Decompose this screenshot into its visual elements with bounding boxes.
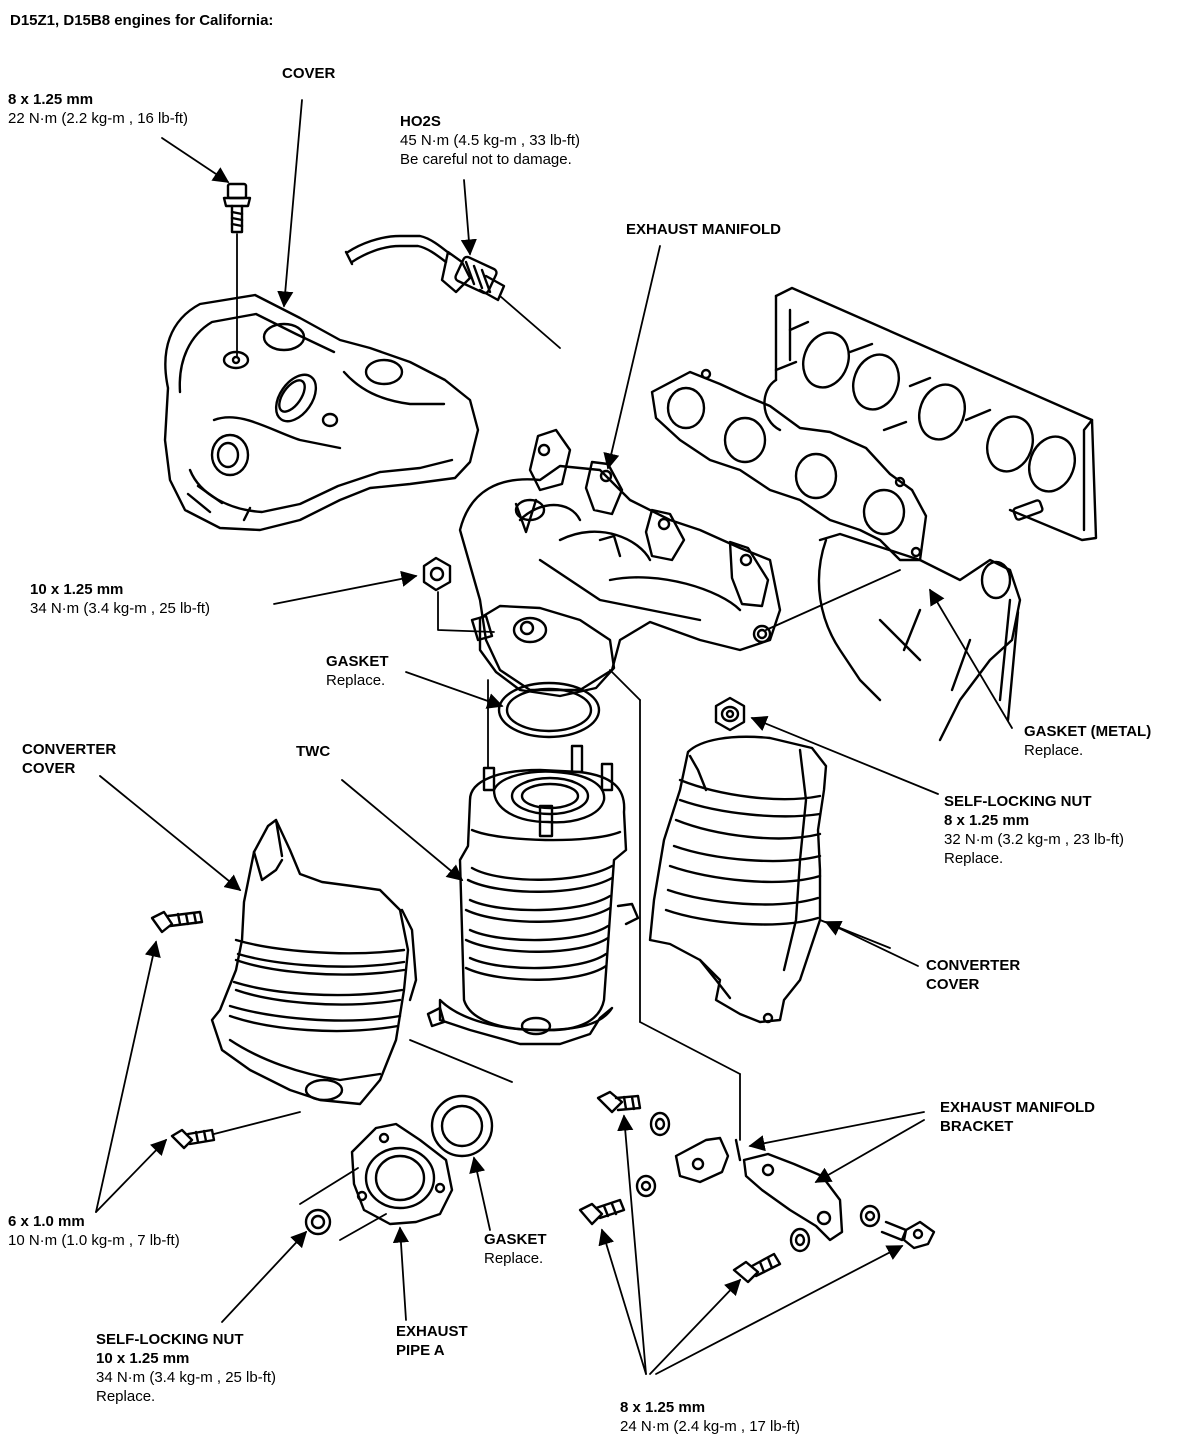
twc-converter [426, 679, 640, 1046]
label-cover: COVER [282, 65, 336, 82]
bracket-washer-2 [635, 1174, 657, 1198]
label-gasket-metal: GASKET (METAL) Replace. [1024, 723, 1152, 759]
label-self-locking-nut-right: SELF-LOCKING NUT 8 x 1.25 mm 32 N·m (3.2… [944, 793, 1125, 867]
manifold-nut [422, 556, 495, 633]
bracket-bolt-1 [596, 1090, 642, 1114]
diagram-title: D15Z1, D15B8 engines for California: [10, 12, 274, 29]
label-exhaust-manifold: EXHAUST MANIFOLD [626, 221, 781, 238]
exhaust-pipe-flange [299, 1122, 454, 1241]
label-exhaust-pipe-a: EXHAUST PIPE A [396, 1323, 468, 1359]
cover-bolt [222, 182, 252, 357]
bracket-washer-1 [649, 1111, 671, 1137]
label-gasket-bottom: GASKET Replace. [484, 1231, 547, 1267]
label-ho2s: HO2S 45 N·m (4.5 kg-m , 33 lb-ft) Be car… [400, 113, 581, 168]
left-cover-bolt-upper [150, 910, 204, 934]
gasket-ring-top [497, 681, 601, 739]
self-locking-nut-right [714, 696, 746, 732]
bracket-bolt-3 [732, 1252, 782, 1284]
label-self-locking-nut-bottom: SELF-LOCKING NUT 10 x 1.25 mm 34 N·m (3.… [96, 1331, 277, 1405]
label-manifold-nut: 10 x 1.25 mm 34 N·m (3.4 kg-m , 25 lb-ft… [30, 581, 211, 617]
manifold-bracket [609, 669, 844, 1242]
label-twc: TWC [296, 743, 331, 760]
bracket-bolt-4 [880, 1220, 936, 1250]
label-converter-cover-left: CONVERTER COVER [22, 741, 117, 777]
exhaust-manifold [458, 428, 901, 698]
label-exhaust-manifold-bracket: EXHAUST MANIFOLD BRACKET [940, 1099, 1095, 1135]
bracket-bolt-2 [578, 1198, 626, 1226]
metal-gasket [650, 368, 928, 562]
bracket-washer-3 [789, 1227, 811, 1253]
label-cover-bolt: 8 x 1.25 mm 22 N·m (2.2 kg-m , 16 lb-ft) [8, 91, 189, 127]
label-cover-bolts-bottom: 6 x 1.0 mm 10 N·m (1.0 kg-m , 7 lb-ft) [8, 1213, 180, 1249]
cylinder-head [763, 286, 1098, 742]
left-cover-bolt-lower [170, 1111, 301, 1150]
gasket-ring-bottom [409, 1039, 513, 1158]
converter-cover-left [210, 818, 418, 1106]
label-converter-cover-right: CONVERTER COVER [926, 957, 1021, 993]
label-gasket-top: GASKET Replace. [326, 653, 389, 689]
flange-nut-bottom [304, 1208, 332, 1236]
ho2s-sensor [344, 234, 561, 349]
converter-cover-right [648, 735, 891, 1024]
bracket-washer-4 [859, 1204, 881, 1228]
heat-cover [163, 293, 480, 532]
leader-lines [95, 99, 1013, 1375]
label-bracket-bolts: 8 x 1.25 mm 24 N·m (2.4 kg-m , 17 lb-ft) [620, 1399, 801, 1435]
